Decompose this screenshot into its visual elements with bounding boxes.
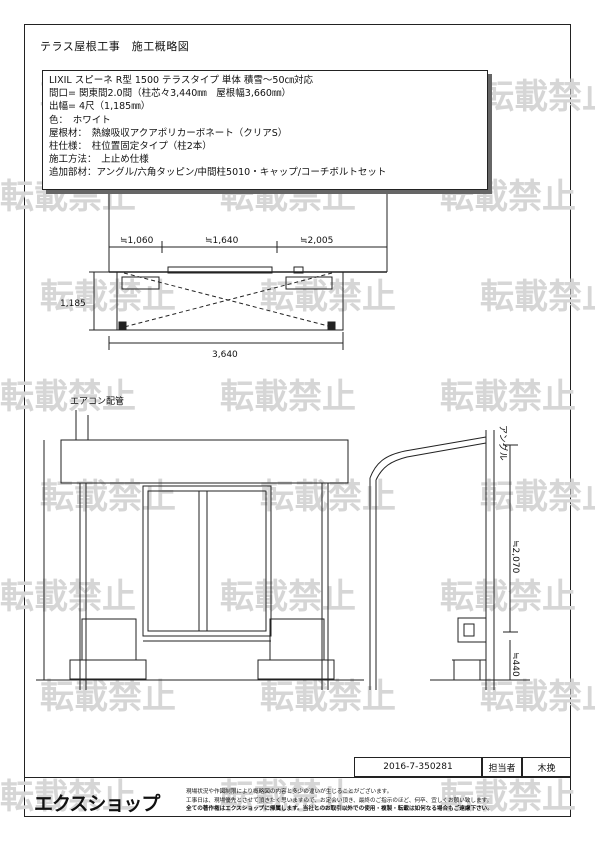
footer-note: 全ての著作権はエクスショップに帰属します。当社とのお取引以外での使用・複製・転載… (186, 806, 493, 812)
watermark-text: 転載禁止 (480, 477, 595, 517)
spec-line: 屋根材： 熱線吸収アクアポリカーボネート（クリアS） (49, 127, 288, 139)
spec-line: 間口= 関東間2.0間（柱芯々3,440㎜ 屋根幅3,660㎜） (49, 88, 291, 100)
watermark-text: 転載禁止 (0, 777, 136, 817)
shop-logo: エクスショップ (34, 793, 160, 815)
aircon-label: エアコン配管 (70, 395, 124, 407)
footer-notes: 現場状況や作図制限により概略図の内容と多少の違いが生じることがございます。 工事… (186, 788, 493, 814)
watermark-text: 転載禁止 (220, 777, 356, 817)
watermark-text: 転載禁止 (0, 377, 136, 417)
watermark-text: 転載禁止 (40, 277, 176, 317)
footer-note: 工事日は、現場優先とさせて頂きたく思いますので、お定会い頂き、最終のご指示のほど… (186, 797, 493, 804)
plan-dim-depth: 1,185 (60, 299, 86, 309)
plan-dim-top-1: ≒1,060 (120, 236, 154, 246)
watermark-text: 転載禁止 (260, 277, 396, 317)
spec-line: 施工方法： 上止め仕様 (49, 154, 149, 166)
watermark-text: 転載禁止 (0, 577, 136, 617)
watermark-text: 転載禁止 (440, 777, 576, 817)
watermark-text: 転載禁止 (440, 577, 576, 617)
person-name: 木挽 (522, 757, 571, 777)
angle-label: アングル (497, 425, 509, 461)
watermark-text: 転載禁止 (480, 277, 595, 317)
spec-line: 柱仕様： 柱位置固定タイプ（柱2本） (49, 141, 212, 153)
spec-line: 追加部材：アングル/六角タッピン/中間柱5010・キャップ/コーチボルトセット (49, 167, 387, 179)
plan-dim-width: 3,640 (212, 350, 238, 360)
watermark-text: 転載禁止 (220, 577, 356, 617)
spec-line: 色： ホワイト (49, 114, 111, 126)
plan-view (89, 190, 388, 350)
spec-line: 出幅= 4尺（1,185㎜） (49, 101, 151, 113)
footer: 2016-7-350281 担当者 木挽 エクスショップ 現場状況や作図制限によ… (24, 757, 571, 817)
plan-dim-top-3: ≒2,005 (300, 236, 333, 246)
watermark-text: 転載禁止 (440, 377, 576, 417)
side-section (369, 430, 530, 690)
watermark-text: 転載禁止 (40, 677, 176, 717)
watermark-text: 転載禁止 (40, 477, 176, 517)
watermark-text: 転載禁止 (220, 377, 356, 417)
plan-dim-top-2: ≒1,640 (205, 236, 239, 246)
spec-box: LIXIL スピーネ R型 1500 テラスタイプ 単体 積雪～50㎝対応 間口… (42, 70, 488, 190)
side-height-label: ≒2,070 (510, 540, 520, 574)
side-lower-label: ≒440 (510, 652, 520, 677)
watermark-text: 転載禁止 (480, 77, 595, 117)
person-label: 担当者 (482, 757, 522, 777)
page-frame (24, 24, 571, 817)
doc-number: 2016-7-350281 (354, 757, 482, 777)
footer-divider (24, 777, 571, 817)
footer-note: 現場状況や作図制限により概略図の内容と多少の違いが生じることがございます。 (186, 789, 393, 795)
watermark-text: 転載禁止 (480, 677, 595, 717)
front-elevation (36, 410, 364, 690)
spec-line: LIXIL スピーネ R型 1500 テラスタイプ 単体 積雪～50㎝対応 (49, 75, 313, 86)
page-title: テラス屋根工事 施工概略図 (40, 40, 190, 53)
